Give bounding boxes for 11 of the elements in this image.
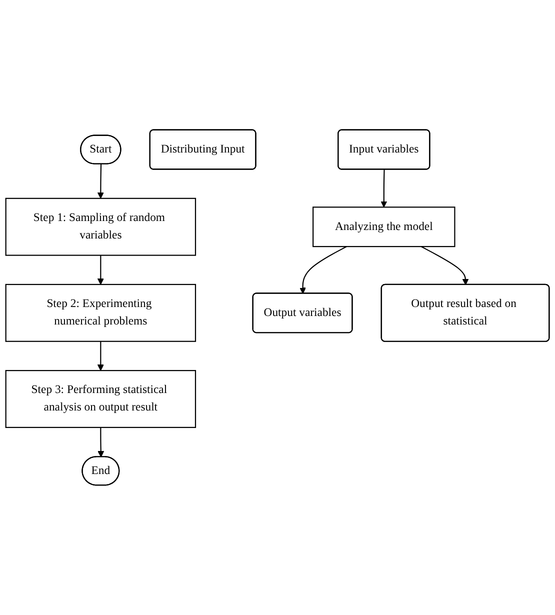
arrow xyxy=(300,246,347,294)
arrow xyxy=(420,246,469,286)
node-box: Step 2: Experimenting numerical problems xyxy=(5,284,196,342)
node-box: Step 3: Performing statistical analysis on output result xyxy=(5,370,196,428)
node-box: Analyzing the model xyxy=(312,206,456,248)
arrow xyxy=(97,255,104,285)
arrow xyxy=(98,428,104,458)
node-box: Step 1: Sampling of random variables xyxy=(5,198,196,256)
arrow xyxy=(97,341,104,371)
arrow xyxy=(97,164,104,199)
arrow xyxy=(380,170,388,208)
